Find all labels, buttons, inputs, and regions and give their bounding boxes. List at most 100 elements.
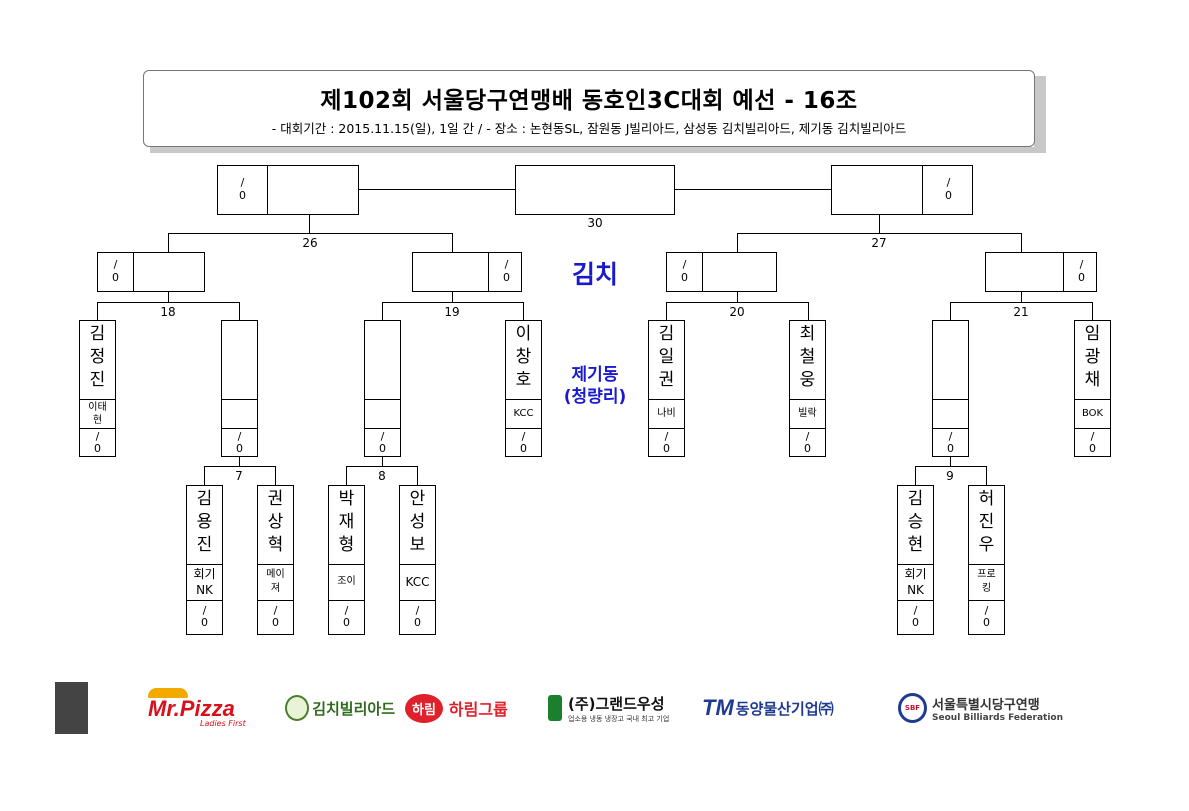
player-club: KCC xyxy=(506,399,541,429)
sponsor-dongyang: TM 동양물산기업㈜ xyxy=(702,688,882,728)
score-cell: /0 xyxy=(1078,258,1085,284)
sponsor-sbf: SBF 서울특별시당구연맹 Seoul Billiards Federation xyxy=(898,688,1063,728)
sponsor-mrpizza: Mr.Pizza Ladies First xyxy=(128,688,263,728)
player-slot-p7: /0 xyxy=(932,320,969,457)
match-number-27: 27 xyxy=(871,236,887,250)
score-cell: /0 xyxy=(222,428,257,460)
quarterfinal-19-box: /0 xyxy=(412,252,522,292)
score-cell: /0 xyxy=(80,428,115,460)
sbf-emblem-icon: SBF xyxy=(898,693,928,723)
match-number-9: 9 xyxy=(946,469,954,483)
venue-main-label: 김치 xyxy=(571,260,618,289)
page-title: 제102회 서울당구연맹배 동호인3C대회 예선 - 16조 xyxy=(320,88,858,114)
score-cell: /0 xyxy=(187,600,222,640)
sponsor-grandwoosung: (주)그랜드우성 업소용 냉동 냉장고 국내 최고 기업 xyxy=(548,688,688,728)
player-club: 조이 xyxy=(329,564,364,601)
quarterfinal-21-box: /0 xyxy=(985,252,1097,292)
quarterfinal-18-box: /0 xyxy=(97,252,205,292)
score-cell: /0 xyxy=(112,258,119,284)
score-cell: /0 xyxy=(400,600,435,640)
sponsor-dongyang-name: 동양물산기업㈜ xyxy=(735,699,834,718)
harim-logo-icon: 하림 xyxy=(405,693,443,723)
player-club xyxy=(222,399,257,429)
score-cell: /0 xyxy=(1075,428,1110,460)
quarterfinal-20-box: /0 xyxy=(666,252,777,292)
score-cell: /0 xyxy=(258,600,293,640)
header-panel: 제102회 서울당구연맹배 동호인3C대회 예선 - 16조 - 대회기간 : … xyxy=(143,70,1035,147)
match-number-7: 7 xyxy=(235,469,243,483)
player-club: 빌락 xyxy=(790,399,825,429)
sponsor-sbf-english: Seoul Billiards Federation xyxy=(932,712,1063,723)
sponsor-harim-name: 하림그룹 xyxy=(448,700,508,719)
sponsor-harim: 하림 하림그룹 xyxy=(405,688,530,728)
sponsor-mrpizza-tagline: Ladies First xyxy=(200,719,246,728)
player-club xyxy=(933,399,968,429)
semifinal-left-box: /0 xyxy=(217,165,359,215)
match-number-8: 8 xyxy=(378,469,386,483)
semifinal-right-box: /0 xyxy=(831,165,973,215)
score-cell: /0 xyxy=(681,258,688,284)
score-cell: /0 xyxy=(898,600,933,640)
sponsor-sbf-name: 서울특별시당구연맹 xyxy=(932,697,1040,713)
sponsor-kimchi: 김치빌리아드 xyxy=(285,688,395,728)
footer-bar xyxy=(55,682,88,734)
venue-second-label: 제기동 (청량리) xyxy=(563,365,627,407)
leaf-icon xyxy=(548,695,562,721)
tm-logo-icon: TM xyxy=(702,695,734,720)
score-cell: /0 xyxy=(365,428,400,460)
player-club: KCC xyxy=(400,564,435,601)
pizza-slice-icon xyxy=(148,688,188,698)
match-number-19: 19 xyxy=(444,305,460,319)
score-cell: /0 xyxy=(506,428,541,460)
score-cell: /0 xyxy=(945,176,952,202)
billiard-character-icon xyxy=(285,695,310,721)
score-cell: /0 xyxy=(933,428,968,460)
player-club: 나비 xyxy=(649,399,684,429)
score-cell: /0 xyxy=(503,258,510,284)
sponsor-grandwoosung-tagline: 업소용 냉동 냉장고 국내 최고 기업 xyxy=(568,714,670,723)
sponsor-kimchi-name: 김치빌리아드 xyxy=(312,699,395,718)
sponsor-grandwoosung-name: (주)그랜드우성 xyxy=(568,694,665,713)
sponsor-mrpizza-name: Mr.Pizza xyxy=(148,696,235,721)
match-number-30: 30 xyxy=(587,216,603,230)
match-number-26: 26 xyxy=(302,236,318,250)
score-cell: /0 xyxy=(969,600,1004,640)
match-number-20: 20 xyxy=(729,305,745,319)
player-slot-p2: /0 xyxy=(221,320,258,457)
final-box xyxy=(515,165,675,215)
page-subtitle: - 대회기간 : 2015.11.15(일), 1일 간 / - 장소 : 논현… xyxy=(271,121,907,136)
match-number-21: 21 xyxy=(1013,305,1029,319)
score-cell: /0 xyxy=(239,176,246,202)
score-cell: /0 xyxy=(790,428,825,460)
match-number-18: 18 xyxy=(160,305,176,319)
score-cell: /0 xyxy=(649,428,684,460)
player-club: BOK xyxy=(1075,399,1110,429)
